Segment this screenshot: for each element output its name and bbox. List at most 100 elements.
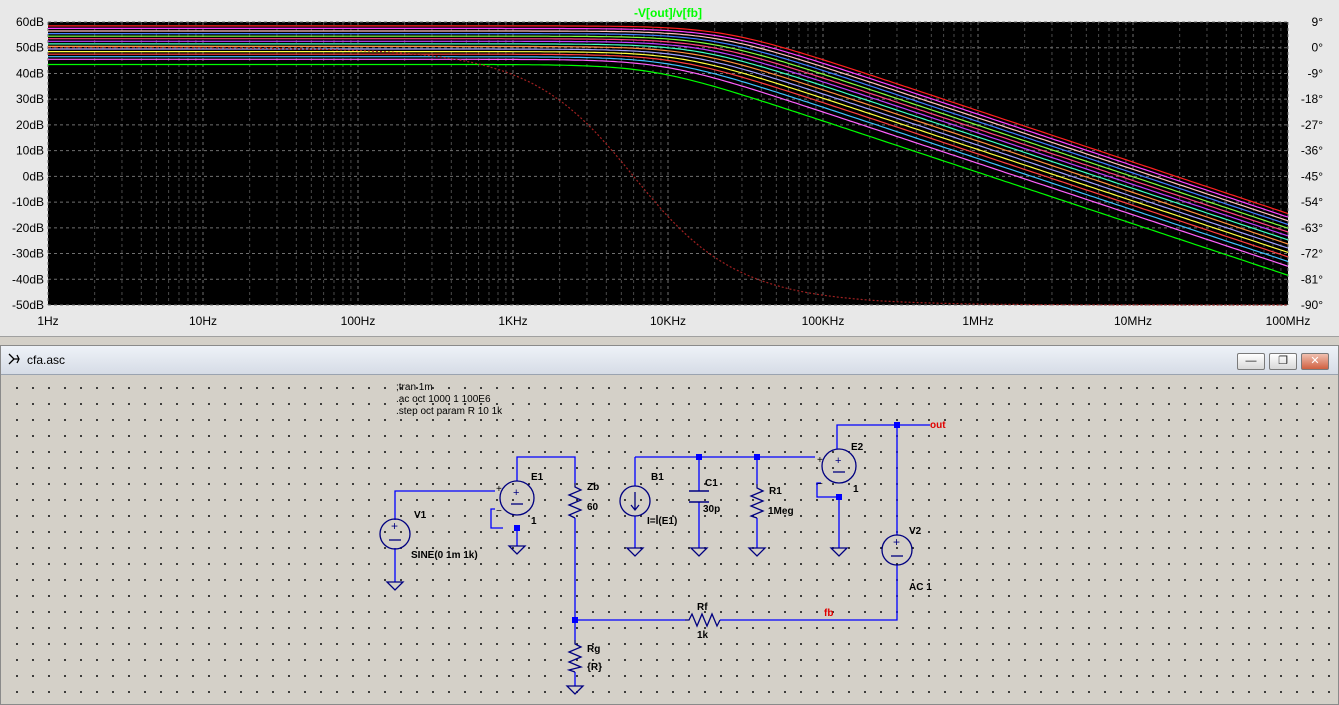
ground-e1: [507, 545, 527, 555]
e2-minus-sign: −: [817, 479, 823, 490]
trace-1: [48, 58, 1289, 267]
svg-text:+: +: [893, 535, 900, 549]
v1-value[interactable]: SINE(0 1m 1k): [411, 550, 478, 561]
y-right-tick-label: -9°: [1308, 66, 1324, 80]
directive-ac[interactable]: .ac oct 1000 1 100E6: [396, 394, 491, 405]
trace-6: [48, 45, 1289, 245]
x-tick-label: 10KHz: [650, 314, 686, 328]
c1-name: C1: [705, 478, 718, 489]
schematic-title-bar[interactable]: cfa.asc — ❐ ✕: [1, 346, 1338, 375]
e2-source[interactable]: +: [821, 448, 857, 484]
phase-trace: [48, 47, 1288, 306]
directive-step[interactable]: .step oct param R 10 1k: [396, 406, 503, 417]
x-tick-label: 1KHz: [498, 314, 527, 328]
b1-source[interactable]: [619, 485, 651, 517]
rf-value[interactable]: 1k: [697, 630, 709, 641]
c1-value[interactable]: 30p: [703, 504, 720, 515]
r1-name: R1: [769, 486, 782, 497]
y-left-tick-label: 10dB: [16, 144, 44, 158]
zb-resistor[interactable]: [567, 483, 583, 519]
junctions: [514, 422, 900, 623]
e2-plus-sign: +: [817, 455, 823, 466]
e1-source[interactable]: +: [499, 480, 535, 516]
pane-splitter[interactable]: [0, 336, 1339, 346]
trace-7: [48, 43, 1289, 241]
svg-text:+: +: [513, 487, 519, 499]
x-tick-label: 100MHz: [1266, 314, 1311, 328]
x-tick-label: 1MHz: [962, 314, 993, 328]
y-left-tick-label: -10dB: [12, 195, 44, 209]
trace-2: [48, 56, 1289, 263]
y-right-tick-label: -63°: [1301, 221, 1323, 235]
y-left-tick-label: 20dB: [16, 118, 44, 132]
ground-e2: [829, 547, 849, 557]
bode-plot[interactable]: 60dB50dB40dB30dB20dB10dB0dB-10dB-20dB-30…: [0, 0, 1339, 336]
y-right-tick-label: -54°: [1301, 195, 1323, 209]
ground-r1: [747, 547, 767, 557]
c1-capacitor[interactable]: [689, 490, 709, 503]
trace-11: [48, 33, 1289, 226]
plot-traces: [48, 25, 1289, 306]
y-right-tick-label: -81°: [1301, 272, 1323, 286]
rg-value[interactable]: {R}: [587, 662, 602, 673]
trace-10: [48, 35, 1289, 229]
close-button[interactable]: ✕: [1301, 353, 1329, 370]
y-left-tick-label: -30dB: [12, 247, 44, 261]
y-left-tick-label: -50dB: [12, 298, 44, 312]
svg-text:+: +: [835, 455, 841, 467]
v2-source[interactable]: +: [881, 534, 913, 566]
rf-name: Rf: [697, 602, 708, 613]
b1-value[interactable]: I=I(E1): [647, 516, 677, 527]
y-right-tick-label: -36°: [1301, 144, 1323, 158]
schematic-drawing[interactable]: ;tran 1m .ac oct 1000 1 100E6 .step oct …: [5, 376, 1333, 702]
ground-v1: [385, 581, 405, 591]
v1-name: V1: [414, 510, 427, 521]
e2-name: E2: [851, 442, 864, 453]
schematic-window: cfa.asc — ❐ ✕ ;tran 1m .ac oct 1000 1 10…: [0, 345, 1339, 705]
e1-plus-sign: +: [496, 484, 502, 495]
ground-c1: [689, 547, 709, 557]
trace-3: [48, 53, 1289, 258]
trace-9: [48, 38, 1289, 233]
y-left-tick-label: 60dB: [16, 15, 44, 29]
minimize-button[interactable]: —: [1237, 353, 1265, 370]
trace-0: [48, 63, 1289, 276]
y-right-tick-label: 0°: [1312, 41, 1324, 55]
r1-value[interactable]: 1Meg: [768, 506, 794, 517]
x-tick-label: 1Hz: [37, 314, 58, 328]
r1-resistor[interactable]: [749, 484, 765, 519]
rg-name: Rg: [587, 644, 600, 655]
schematic-window-title: cfa.asc: [27, 353, 66, 367]
rg-resistor[interactable]: [566, 640, 584, 673]
y-left-tick-label: 0dB: [23, 169, 44, 183]
y-left-tick-label: -40dB: [12, 272, 44, 286]
e2-gain[interactable]: 1: [853, 484, 859, 495]
e1-gain[interactable]: 1: [531, 516, 537, 527]
zb-value[interactable]: 60: [587, 502, 599, 513]
y-axis-right-labels: 9°0°-9°-18°-27°-36°-45°-54°-63°-72°-81°-…: [1301, 15, 1323, 312]
ground-rg: [565, 685, 585, 695]
v2-value[interactable]: AC 1: [909, 582, 932, 593]
directive-tran[interactable]: ;tran 1m: [396, 382, 433, 393]
v2-name: V2: [909, 526, 922, 537]
x-tick-label: 100KHz: [802, 314, 845, 328]
schematic-canvas[interactable]: ;tran 1m .ac oct 1000 1 100E6 .step oct …: [5, 376, 1333, 702]
y-right-tick-label: -45°: [1301, 169, 1323, 183]
y-right-tick-label: 9°: [1312, 15, 1324, 29]
v1-source[interactable]: +: [379, 518, 411, 550]
zb-name: Zb: [587, 482, 599, 493]
y-axis-left-labels: 60dB50dB40dB30dB20dB10dB0dB-10dB-20dB-30…: [12, 15, 44, 312]
net-label-out[interactable]: out: [930, 420, 946, 431]
e1-name: E1: [531, 472, 544, 483]
svg-text:+: +: [391, 519, 398, 533]
trace-title[interactable]: -V[out]/v[fb]: [634, 6, 702, 20]
rf-resistor[interactable]: [685, 612, 721, 628]
ground-b1: [625, 547, 645, 557]
trace-13: [48, 27, 1289, 218]
net-label-fb[interactable]: fb: [824, 608, 833, 619]
x-tick-label: 10Hz: [189, 314, 217, 328]
restore-button[interactable]: ❐: [1269, 353, 1297, 370]
wires[interactable]: [394, 424, 930, 686]
